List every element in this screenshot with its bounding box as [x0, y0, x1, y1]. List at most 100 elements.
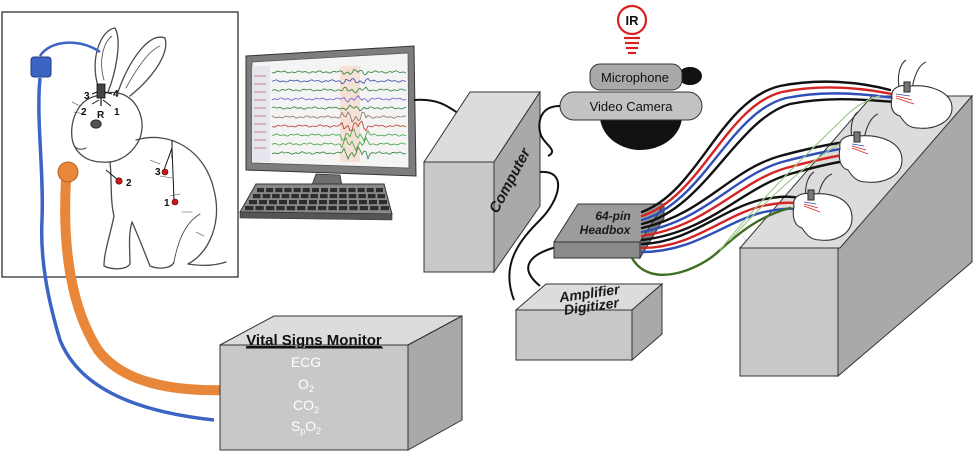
keyboard-key: [319, 200, 327, 205]
chin-electrode-wire: [105, 169, 119, 181]
keyboard-key: [293, 188, 301, 193]
chin-electrode: [115, 177, 123, 185]
pulse-oximeter-cable: [37, 77, 215, 422]
electrode-label-4-head: 4: [113, 89, 119, 100]
capnography-tube: [60, 175, 237, 396]
keyboard-key: [307, 206, 316, 211]
keyboard-key: [309, 200, 317, 205]
vital-signs-ecg: ECG: [291, 354, 321, 370]
headbox-label-line2: Headbox: [580, 223, 632, 237]
keyboard-key: [357, 188, 365, 193]
o2-subscript: 2: [309, 384, 314, 394]
keyboard-key: [349, 200, 357, 205]
eeg-trace: [271, 95, 407, 103]
keyboard-key: [262, 194, 271, 199]
keyboard-key: [311, 188, 319, 193]
keyboard-key: [379, 200, 387, 205]
keyboard-key: [359, 206, 369, 211]
keyboard-key: [272, 194, 280, 199]
ir-bulb: [616, 4, 648, 55]
keyboard-key: [259, 200, 267, 205]
keyboard-key: [349, 206, 358, 211]
keyboard-key: [279, 200, 287, 205]
rabbit-panel-frame: [1, 11, 239, 278]
keyboard-keys: [245, 188, 389, 211]
keyboard-key: [339, 194, 347, 199]
keyboard-key: [380, 206, 389, 211]
eeg-trace: [271, 111, 407, 123]
microphone: [589, 63, 702, 91]
keyboard-key: [358, 194, 366, 199]
ir-label: IR: [626, 13, 640, 28]
electrode-cable-bundles: [630, 80, 898, 276]
vital-signs-co2: CO2: [293, 397, 319, 415]
head-electrode-array: [91, 83, 113, 107]
keyboard-key: [330, 188, 338, 193]
body-electrode-wires: [163, 140, 175, 201]
keyboard-key: [249, 200, 257, 205]
co2-main: CO: [293, 397, 314, 413]
electrode-label-1-head: 1: [114, 107, 120, 118]
eeg-trace: [271, 128, 407, 143]
electrode-label-1-body: 1: [164, 198, 170, 209]
pulse-oximeter-cable-ear: [38, 41, 101, 57]
microphone-label: Microphone: [601, 70, 669, 85]
capnography-mask: [57, 161, 79, 183]
eeg-trace: [271, 104, 407, 112]
monitor-computer-cable: [413, 98, 463, 117]
keyboard-key: [328, 206, 337, 211]
eeg-trace: [271, 77, 407, 85]
keyboard-key: [300, 194, 309, 199]
keyboard-key: [276, 206, 285, 211]
keyboard-key: [348, 188, 356, 193]
keyboard-key: [366, 188, 374, 193]
keyboard-key: [297, 206, 306, 211]
spo2-s: S: [291, 418, 300, 434]
keyboard-key: [375, 188, 383, 193]
eeg-trace: [271, 120, 407, 132]
keyboard-key: [310, 194, 318, 199]
keyboard-key: [339, 188, 347, 193]
headbox-label-line1: 64-pin: [595, 209, 630, 223]
keyboard-key: [321, 188, 329, 193]
o2-main: O: [298, 376, 309, 392]
eeg-trace: [271, 145, 407, 160]
headbox-amplifier-cable: [527, 245, 561, 287]
video-camera-label: Video Camera: [590, 99, 674, 114]
keyboard-key: [266, 188, 274, 193]
keyboard-key: [291, 194, 299, 199]
keyboard-key: [348, 194, 357, 199]
keyboard-key: [269, 200, 277, 205]
eeg-traces: [271, 66, 407, 162]
vital-signs-o2: O2: [298, 376, 314, 394]
co2-subscript: 2: [314, 405, 319, 415]
vital-signs-title: Vital Signs Monitor: [246, 332, 382, 349]
keyboard-key: [257, 188, 265, 193]
keyboard-key: [281, 194, 290, 199]
electrode-label-2-chin: 2: [126, 178, 132, 189]
keyboard-key: [245, 206, 254, 211]
keyboard-key: [370, 206, 379, 211]
computer-tower: [423, 90, 541, 274]
keyboard-key: [377, 194, 385, 199]
keyboard-key: [284, 188, 292, 193]
electrode-label-r-head: R: [97, 110, 105, 121]
keyboard-key: [339, 200, 347, 205]
rabbit-illustration: [71, 27, 227, 270]
spo2-subscript: 2: [316, 426, 321, 436]
keyboard-key: [320, 194, 328, 199]
body-electrode-lower: [171, 198, 179, 206]
keyboard-key: [255, 206, 264, 211]
eeg-trace: [271, 136, 407, 152]
keyboard-key: [302, 188, 310, 193]
spo2-o: O: [305, 418, 316, 434]
electrode-label-3-body: 3: [155, 167, 161, 178]
pulse-oximeter-clip: [30, 56, 52, 78]
body-electrode-upper: [161, 168, 169, 176]
keyboard-key: [329, 200, 337, 205]
electrode-label-2-head: 2: [81, 107, 87, 118]
keyboard-key: [275, 188, 283, 193]
keyboard-key: [369, 200, 377, 205]
camera-computer-cable: [538, 105, 561, 157]
